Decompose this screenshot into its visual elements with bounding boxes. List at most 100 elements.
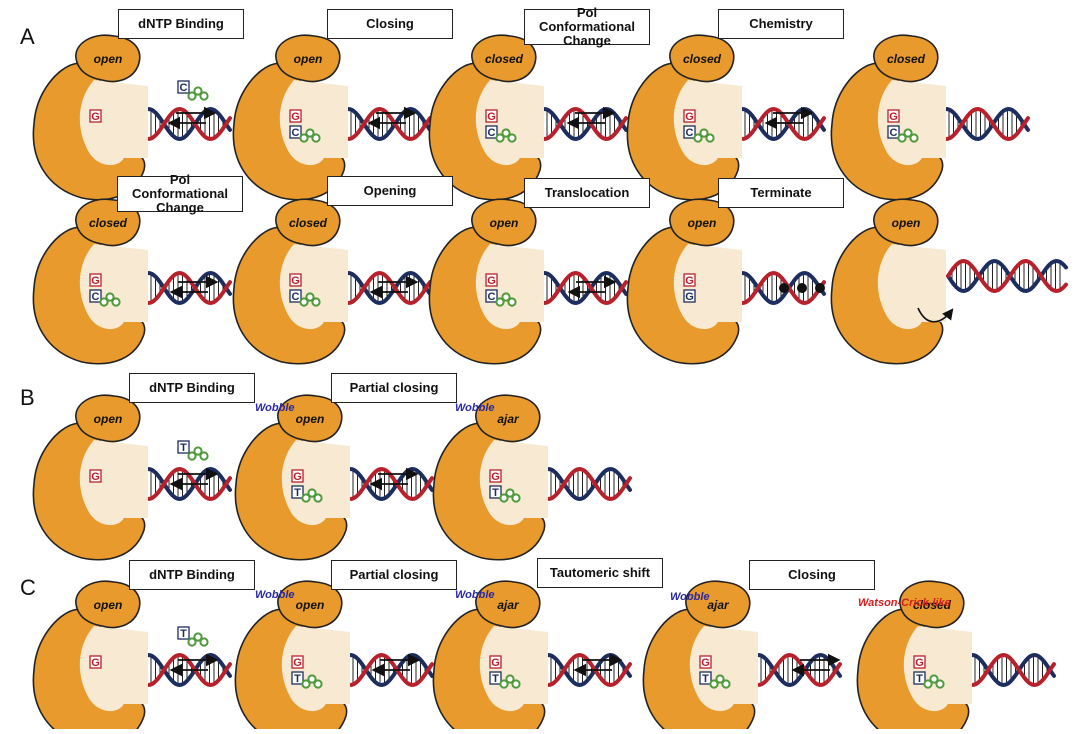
polymerase-body-a2-2 <box>428 226 544 365</box>
polymerase-thumb-a2-2: open <box>471 198 537 247</box>
svg-text:C: C <box>686 127 694 139</box>
polymerase-thumb-a1-1: open <box>275 34 341 83</box>
stage-label-c-closing: Closing <box>749 560 875 590</box>
svg-text:T: T <box>916 673 923 685</box>
polymerase-body-a2-4 <box>830 226 946 365</box>
polymerase-thumb-a2-3: open <box>669 198 735 247</box>
svg-text:C: C <box>890 127 898 139</box>
svg-text:G: G <box>91 471 100 483</box>
arrow-a2-2 <box>567 275 617 299</box>
arrow-a1-1 <box>367 106 417 130</box>
arrow-a2-1 <box>369 275 419 299</box>
free-dntp-base-a: C <box>177 80 190 94</box>
polymerase-body-c-0 <box>32 608 148 734</box>
state-label: closed <box>683 52 722 66</box>
incoming-base-a2-1: C <box>289 289 302 303</box>
polymerase-thumb-b-2: ajar <box>475 394 541 443</box>
svg-text:G: G <box>291 111 300 123</box>
state-label: ajar <box>497 598 520 612</box>
state-label: closed <box>89 216 128 230</box>
wobble-annotation-b2: Wobble <box>455 402 495 414</box>
svg-text:G: G <box>293 471 302 483</box>
template-base-a1-0: G <box>89 109 102 123</box>
stage-label-c-partial-closing: Partial closing <box>331 560 457 590</box>
dntp-phosphates-c-4 <box>923 674 945 689</box>
incoming-base-a1-3: C <box>683 125 696 139</box>
svg-text:G: G <box>685 111 694 123</box>
polymerase-thumb-a1-0: open <box>75 34 141 83</box>
arrow-c-1 <box>371 653 421 677</box>
stage-label-c-tautomeric-shift: Tautomeric shift <box>537 558 663 588</box>
dntp-phosphates-a2-0 <box>99 292 121 307</box>
svg-text:C: C <box>292 127 300 139</box>
dntp-phosphates-a1-2 <box>495 128 517 143</box>
polymerase-thumb-a2-4: open <box>873 198 939 247</box>
svg-text:G: G <box>91 657 100 669</box>
template-base-a1-2: G <box>485 109 498 123</box>
arrow-b-1 <box>369 467 419 491</box>
polymerase-thumb-c-2: ajar <box>475 580 541 629</box>
panel-letter-c: C <box>20 575 36 600</box>
template-base-a2-2: G <box>485 273 498 287</box>
dntp-phosphates-c-2 <box>499 674 521 689</box>
free-dntp-phosphates-c <box>187 632 209 647</box>
incoming-base-a1-2: C <box>485 125 498 139</box>
incoming-base-b-2: T <box>489 485 502 499</box>
svg-text:G: G <box>685 291 694 303</box>
svg-text:C: C <box>488 291 496 303</box>
state-label: closed <box>289 216 328 230</box>
template-base-a1-3: G <box>683 109 696 123</box>
polymerase-thumb-b-0: open <box>75 394 141 443</box>
polymerase-thumb-a2-1: closed <box>275 198 341 247</box>
template-base-a1-1: G <box>289 109 302 123</box>
stage-label-a1-dntp-binding: dNTP Binding <box>118 9 244 39</box>
template-base-c-4: G <box>913 655 926 669</box>
polymerase-thumb-a1-2: closed <box>471 34 537 83</box>
polymerase-body-a2-1 <box>232 226 348 365</box>
released-dna-helix <box>946 258 1068 294</box>
polymerase-body-a2-0 <box>32 226 148 365</box>
arrow-c-0 <box>169 653 219 677</box>
polymerase-body-a1-0 <box>32 62 148 201</box>
svg-text:G: G <box>293 657 302 669</box>
wobble-annotation-c3: Wobble <box>670 591 710 603</box>
stage-label-a2-opening: Opening <box>327 176 453 206</box>
polymerase-thumb-c-0: open <box>75 580 141 629</box>
arrow-c-2 <box>573 653 623 677</box>
ellipsis-dots <box>779 283 825 293</box>
svg-text:G: G <box>487 275 496 287</box>
svg-text:C: C <box>180 82 188 94</box>
dntp-phosphates-a1-4 <box>897 128 919 143</box>
state-label: closed <box>913 598 952 612</box>
incoming-base-c-2: T <box>489 671 502 685</box>
template-base-a2-0: G <box>89 273 102 287</box>
dntp-phosphates-a2-1 <box>299 292 321 307</box>
polymerase-thumb-a1-3: closed <box>669 34 735 83</box>
stage-label-a2-translocation: Translocation <box>524 178 650 208</box>
polymerase-thumb-c-4: closed <box>899 580 965 629</box>
dntp-phosphates-a2-2 <box>495 292 517 307</box>
state-label: open <box>688 216 717 230</box>
svg-text:G: G <box>91 275 100 287</box>
polymerase-body-c-3 <box>642 608 758 734</box>
stage-label-a2-terminate: Terminate <box>718 178 844 208</box>
template-base-c-2: G <box>489 655 502 669</box>
state-label: open <box>296 598 325 612</box>
svg-text:T: T <box>492 673 499 685</box>
svg-text:T: T <box>294 673 301 685</box>
state-label: closed <box>887 52 926 66</box>
free-dntp-phosphates-a <box>187 86 209 101</box>
svg-text:T: T <box>294 487 301 499</box>
svg-text:G: G <box>491 657 500 669</box>
stage-label-a2-pol-conformational-change: Pol Conformational Change <box>117 173 243 215</box>
incoming-base-a2-0: C <box>89 289 102 303</box>
template-base-c-0: G <box>89 655 102 669</box>
arrow-c-3 <box>791 653 841 677</box>
dntp-phosphates-b-2 <box>499 488 521 503</box>
incoming-base-c-4: T <box>913 671 926 685</box>
arrow-a1-3 <box>764 106 814 130</box>
incoming-base-a1-1: C <box>289 125 302 139</box>
release-arrow <box>917 307 954 323</box>
svg-text:G: G <box>291 275 300 287</box>
